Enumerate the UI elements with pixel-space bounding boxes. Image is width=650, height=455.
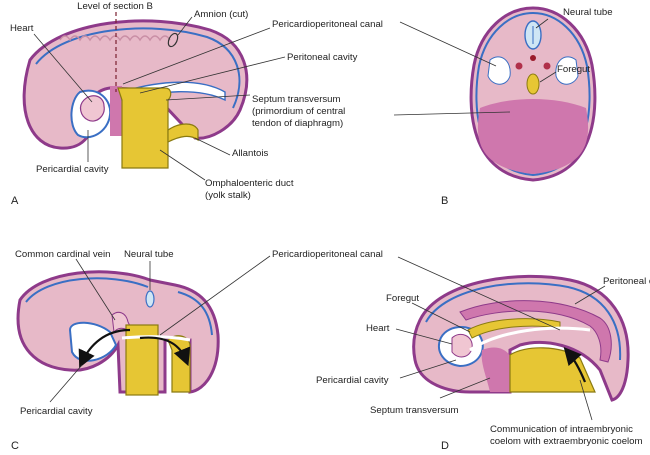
label-neural-tube-b: Neural tube [563, 7, 613, 18]
amnion-ring-a [167, 32, 179, 48]
canal-line-d [469, 326, 591, 352]
neural-tube-c [145, 290, 155, 308]
label-septum-transversum-d: Septum transversum [370, 405, 459, 416]
leaders-a [33, 16, 286, 181]
label-heart-a: Heart [10, 23, 34, 34]
label-pericardial-cavity-d: Pericardial cavity [316, 375, 389, 386]
panel-letter-d: D [441, 440, 449, 452]
arrow-left-c [78, 328, 131, 368]
panel-c: Common cardinal vein Neural tube Pericar… [11, 249, 383, 452]
arrow-right-c [139, 336, 191, 367]
panel-d: Peritoneal cavity Foregut Heart Pericard… [316, 256, 650, 452]
panel-a: Level of section B Heart Amnion (cut) Pe… [10, 1, 383, 207]
heart-a [79, 95, 105, 122]
label-neural-tube-c: Neural tube [124, 249, 174, 260]
canal-left-b [487, 56, 511, 85]
leaders-b [393, 18, 557, 116]
heart-d [451, 333, 473, 358]
allantois-c [167, 335, 191, 393]
label-peritoneal-cavity-d: Peritoneal cavity [603, 276, 650, 287]
label-septum-line2-a: (primordium of central [252, 106, 345, 117]
leaders-d [395, 256, 606, 421]
ectoderm-line-a [35, 27, 241, 109]
arrow-d [563, 347, 587, 383]
aorta-left-b [515, 62, 523, 70]
panel-letter-c: C [11, 440, 19, 452]
label-common-cardinal-vein-c: Common cardinal vein [15, 249, 110, 260]
peritoneal-tube-d [459, 300, 612, 363]
septum-transversum-d [481, 347, 510, 392]
yolk-stalk-a [117, 87, 172, 169]
canal-right-b [555, 56, 579, 85]
ectoderm-line-c [25, 277, 213, 336]
label-pericardioperitoneal-canal-c: Pericardioperitoneal canal [272, 249, 383, 260]
leaders-c [49, 255, 271, 403]
label-foregut-b: Foregut [557, 64, 590, 75]
label-pericardial-cavity-c: Pericardial cavity [20, 406, 93, 417]
label-heart-d: Heart [366, 323, 390, 334]
label-septum-transversum-a: Septum transversum [252, 94, 341, 105]
notochord-b [530, 55, 536, 61]
label-septum-line3-a: tendon of diaphragm) [252, 118, 343, 129]
label-amnion-a: Amnion (cut) [194, 9, 248, 20]
septum-transversum-a [110, 86, 122, 136]
allantois-a [167, 123, 199, 143]
panel-b: Neural tube Foregut B [393, 6, 613, 207]
ectoderm-line-b [475, 11, 591, 177]
label-communication-line1-d: Communication of intraembryonic [490, 424, 633, 435]
foregut-b [526, 73, 540, 95]
somites-a [59, 35, 171, 42]
canal-channel-c [121, 335, 191, 342]
septum-transversum-b [477, 99, 589, 174]
label-level-of-section-b: Level of section B [77, 1, 153, 12]
panel-letter-a: A [11, 195, 19, 207]
panel-letter-b: B [441, 195, 448, 207]
ectoderm-line-d [425, 282, 622, 361]
label-peritoneal-cavity-a: Peritoneal cavity [287, 52, 358, 63]
label-pericardial-cavity-a: Pericardial cavity [36, 164, 109, 175]
label-yolk-stalk-a: (yolk stalk) [205, 190, 251, 201]
label-foregut-d: Foregut [386, 293, 419, 304]
label-omphaloenteric-duct-a: Omphaloenteric duct [205, 178, 294, 189]
label-allantois-a: Allantois [232, 148, 268, 159]
aorta-right-b [543, 62, 551, 70]
label-pericardioperitoneal-canal-a: Pericardioperitoneal canal [272, 19, 383, 30]
label-communication-line2-d: coelom with extraembryonic coelom [490, 436, 643, 447]
